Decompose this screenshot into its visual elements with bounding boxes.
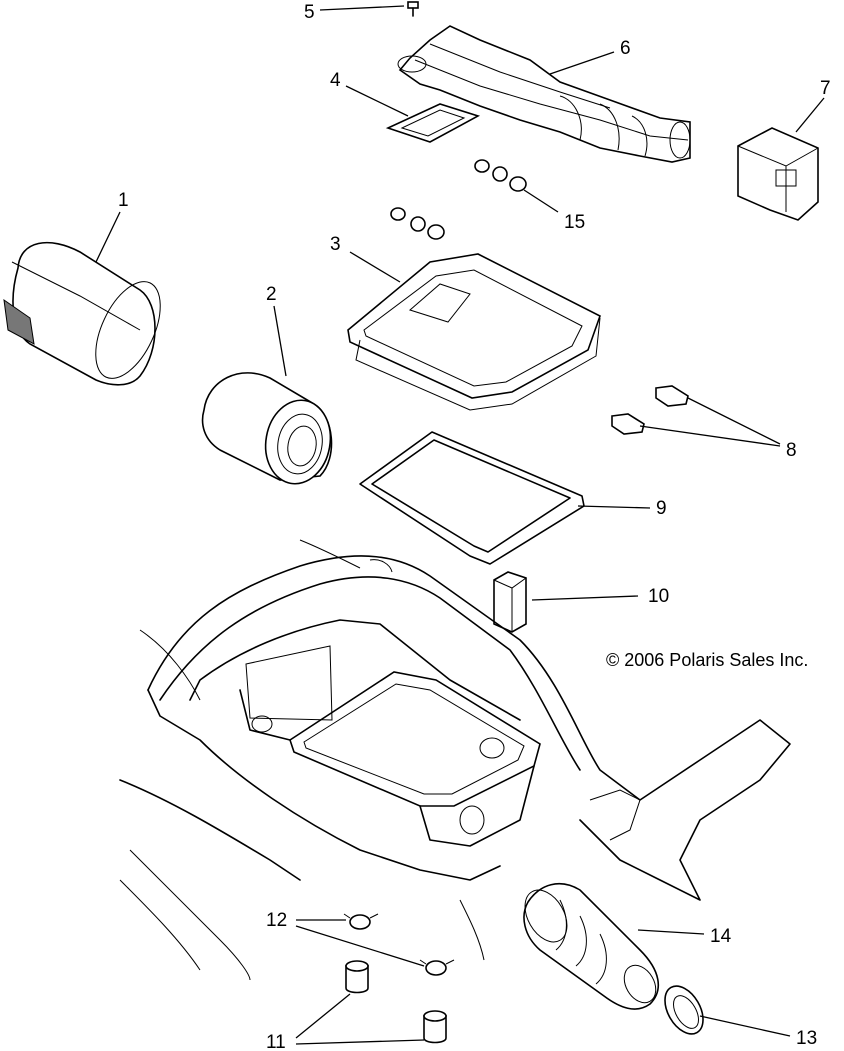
- callout-7: 7: [820, 78, 831, 99]
- part-14-intake-boot: [523, 882, 659, 1010]
- part-8-clips: [611, 385, 689, 435]
- callout-2: 2: [266, 284, 277, 305]
- part-4-gasket: [385, 103, 481, 143]
- callout-8: 8: [786, 440, 797, 461]
- callout-15: 15: [564, 212, 585, 233]
- part-13-hose-clamp: [664, 985, 704, 1035]
- callout-12: 12: [266, 910, 287, 931]
- callout-4: 4: [330, 70, 341, 91]
- part-2-inner-filter: [201, 372, 333, 485]
- copyright-notice: © 2006 Polaris Sales Inc.: [606, 650, 808, 670]
- callout-3: 3: [330, 234, 341, 255]
- callout-1: 1: [118, 190, 129, 211]
- part-10-foam-pad: [493, 571, 527, 633]
- part-11-caps: [345, 960, 447, 1044]
- chassis-body: [119, 539, 791, 981]
- part-5-screw: [407, 1, 419, 17]
- callout-labels: 5 6 4 7 1 15 3 2 8 9 10 12 14 13 11: [118, 2, 831, 1051]
- callout-11: 11: [266, 1032, 286, 1051]
- callout-13: 13: [796, 1028, 817, 1049]
- part-12-clips: [343, 913, 455, 976]
- part-7-foam-block: [737, 127, 819, 221]
- part-6-intake-duct: [397, 25, 691, 163]
- part-3-airbox-lid: [347, 253, 601, 411]
- callout-9: 9: [656, 498, 667, 519]
- callout-14: 14: [710, 926, 732, 947]
- part-9-frame-gasket: [359, 431, 585, 565]
- part-15-clamps: [390, 159, 527, 240]
- part-1-outer-filter: [3, 241, 161, 386]
- callout-10: 10: [648, 586, 669, 607]
- leader-lines: [95, 5, 825, 1045]
- callout-5: 5: [304, 2, 315, 23]
- callout-6: 6: [620, 38, 631, 59]
